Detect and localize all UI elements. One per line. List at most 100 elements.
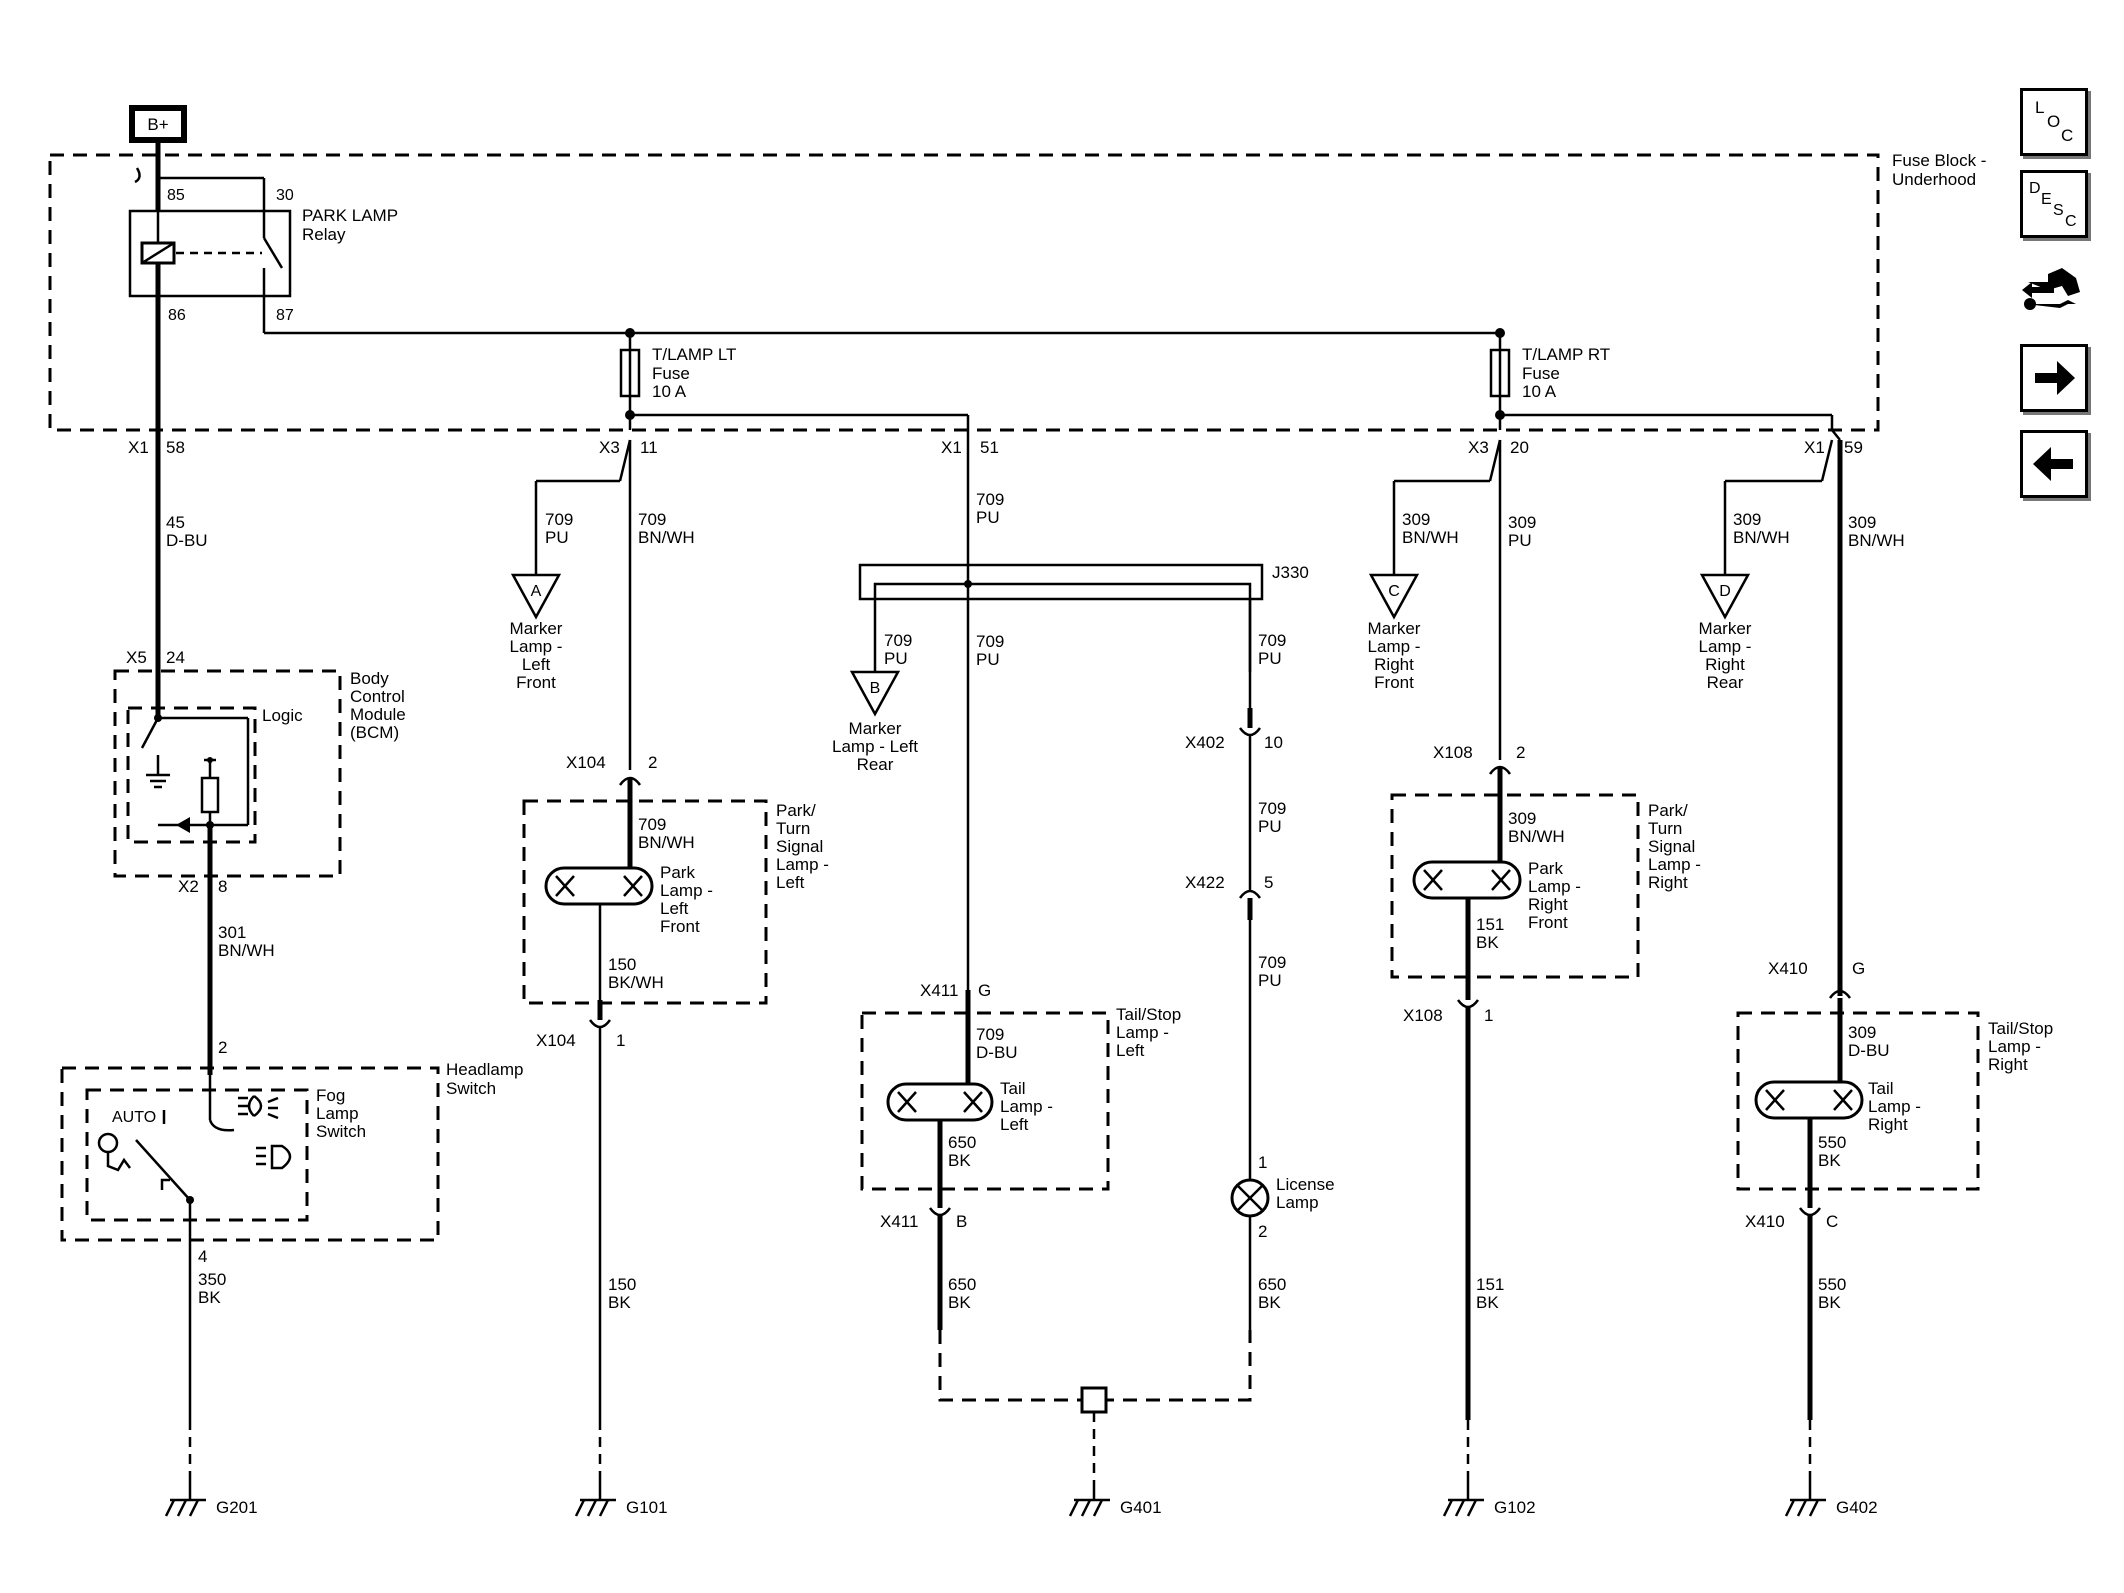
tail-stop-lamp-left: X411 G Tail/Stop Lamp - Left 709 D-BU Ta…: [860, 981, 1181, 1330]
connector-x5-label: X5: [126, 648, 147, 667]
circuit-45-wire: 45 D-BU X5 24: [126, 296, 208, 715]
tail-right-box-label-2: Lamp -: [1988, 1037, 2041, 1056]
wire-550-b-circuit: 550: [1818, 1275, 1846, 1294]
wire-709-bnwh-circuit: 709: [638, 510, 666, 529]
bcm-logic-label: Logic: [262, 706, 303, 725]
wire-709-tl-color: D-BU: [976, 1043, 1018, 1062]
fuse-lt-label: T/LAMP LT: [652, 345, 736, 364]
headlamp-switch-label: Headlamp: [446, 1060, 524, 1079]
ground-g401: G401: [1068, 1480, 1162, 1517]
wire-709-pl-color: BN/WH: [638, 833, 695, 852]
headlamp-switch: Headlamp Switch Fog Lamp Switch AUTO 4: [60, 1060, 524, 1266]
desc-button[interactable]: D E S C: [2020, 170, 2088, 238]
fog-lamp-switch-label-2: Lamp: [316, 1104, 359, 1123]
tail-left-label-2: Lamp -: [1000, 1097, 1053, 1116]
marker-lamp-right-rear: D Marker Lamp - Right Rear: [1699, 573, 1752, 692]
ground-splice-icon: [1080, 1386, 1108, 1414]
tail-lamp-left-bulb-icon: [886, 1082, 994, 1122]
connector-x1-pin-59: 59: [1844, 438, 1863, 457]
marker-lf-label-2: Lamp -: [510, 637, 563, 656]
marker-rf-label-4: Front: [1374, 673, 1414, 692]
wire-150-b-circuit: 150: [608, 1275, 636, 1294]
marker-lamp-right-front: C Marker Lamp - Right Front: [1368, 573, 1421, 692]
tail-left-label-3: Left: [1000, 1115, 1029, 1134]
bcm-label: Body: [350, 669, 389, 688]
connector-x1-label-3: X1: [1804, 438, 1825, 457]
park-right-label-3: Right: [1528, 895, 1568, 914]
fuse-rt-rating: 10 A: [1522, 382, 1557, 401]
wire-709-x422-color: PU: [1258, 971, 1282, 990]
connector-x402-label: X402: [1185, 733, 1225, 752]
wire-45-color: D-BU: [166, 531, 208, 550]
connector-x1-pin-58: 58: [166, 438, 185, 457]
tail-right-box-label-3: Right: [1988, 1055, 2028, 1074]
bcm-label-2: Control: [350, 687, 405, 706]
park-left-label: Park: [660, 863, 695, 882]
desc-letter-e: E: [2041, 191, 2052, 208]
connector-x2-label: X2: [178, 877, 199, 896]
wire-301-circuit: 301: [218, 923, 246, 942]
relay-label: PARK LAMP: [302, 206, 398, 225]
tail-right-label: Tail: [1868, 1079, 1894, 1098]
marker-rf-label-2: Lamp -: [1368, 637, 1421, 656]
wire-650-b-circuit: 650: [948, 1275, 976, 1294]
loc-letter-o: O: [2047, 112, 2060, 131]
connector-x104-bottom: [588, 1019, 612, 1029]
park-right-box-label: Park/: [1648, 801, 1688, 820]
license-lamp-label: License: [1276, 1175, 1335, 1194]
connector-x410-pin-g: G: [1852, 959, 1865, 978]
connector-view-button[interactable]: [2020, 252, 2088, 320]
connector-x1-label-2: X1: [941, 438, 962, 457]
marker-b-id: B: [870, 680, 881, 697]
park-left-label-2: Lamp -: [660, 881, 713, 900]
park-lamp-left-bulb-icon: [544, 866, 654, 906]
wire-709-lic-circuit: 709: [1258, 631, 1286, 650]
connector-x411-pin-b: B: [956, 1212, 967, 1231]
relay-pin-85: 85: [167, 187, 185, 204]
fuse-rt-label-2: Fuse: [1522, 364, 1560, 383]
marker-lr-label-3: Rear: [857, 755, 894, 774]
next-page-button[interactable]: [2020, 344, 2088, 412]
desc-letter-s: S: [2053, 202, 2064, 219]
park-left-label-4: Front: [660, 917, 700, 936]
ground-g101-label: G101: [626, 1498, 668, 1517]
circuit-309-right-front: 309 BN/WH 309 PU: [1392, 415, 1536, 760]
wire-709-bnwh-color: BN/WH: [638, 528, 695, 547]
wire-709-b-color: PU: [884, 649, 908, 668]
fuse-lt-rating: 10 A: [652, 382, 687, 401]
connector-x411-bottom: [928, 1207, 952, 1217]
loc-letter-l: L: [2035, 98, 2044, 117]
loc-button[interactable]: L O C: [2020, 88, 2088, 156]
marker-rr-label-2: Lamp -: [1699, 637, 1752, 656]
wire-309-tr-circuit: 309: [1848, 1023, 1876, 1042]
previous-page-button[interactable]: [2020, 430, 2088, 498]
marker-lf-label-4: Front: [516, 673, 556, 692]
tail-right-box-label: Tail/Stop: [1988, 1019, 2053, 1038]
wire-350-circuit: 350: [198, 1270, 226, 1289]
fog-lamp-icon: [238, 1096, 248, 1116]
wire-309-c-circuit: 309: [1402, 510, 1430, 529]
marker-lf-label-3: Left: [522, 655, 551, 674]
marker-lr-label-2: Lamp - Left: [832, 737, 918, 756]
wire-309-bnwh-circuit: 309: [1848, 513, 1876, 532]
headlamp-switch-label-2: Switch: [446, 1079, 496, 1098]
connector-x422-pin-5: 5: [1264, 873, 1273, 892]
connector-x104-label-2: X104: [536, 1031, 576, 1050]
marker-lamp-left-rear: B Marker Lamp - Left Rear: [832, 670, 918, 774]
park-left-box-label: Park/: [776, 801, 816, 820]
connector-x108-bottom: [1456, 999, 1480, 1009]
wire-650-c-circuit: 650: [1258, 1275, 1286, 1294]
park-left-box-label-4: Lamp -: [776, 855, 829, 874]
wire-309-tr-color: D-BU: [1848, 1041, 1890, 1060]
connector-x104-label: X104: [566, 753, 606, 772]
wire-309-pr-circuit: 309: [1508, 809, 1536, 828]
connector-x108-top: [1488, 765, 1512, 775]
connector-x402-pin-10: 10: [1264, 733, 1283, 752]
connector-x411-pin-g: G: [978, 981, 991, 1000]
wire-709-main2-circuit: 709: [976, 632, 1004, 651]
battery-label: B+: [147, 115, 168, 134]
body-control-module: Body Control Module (BCM) Logic: [113, 669, 406, 878]
arrow-left-icon: [2033, 447, 2073, 481]
park-turn-signal-lamp-left: X104 2 Park/ Turn Signal Lamp - Left 709…: [522, 753, 829, 1480]
